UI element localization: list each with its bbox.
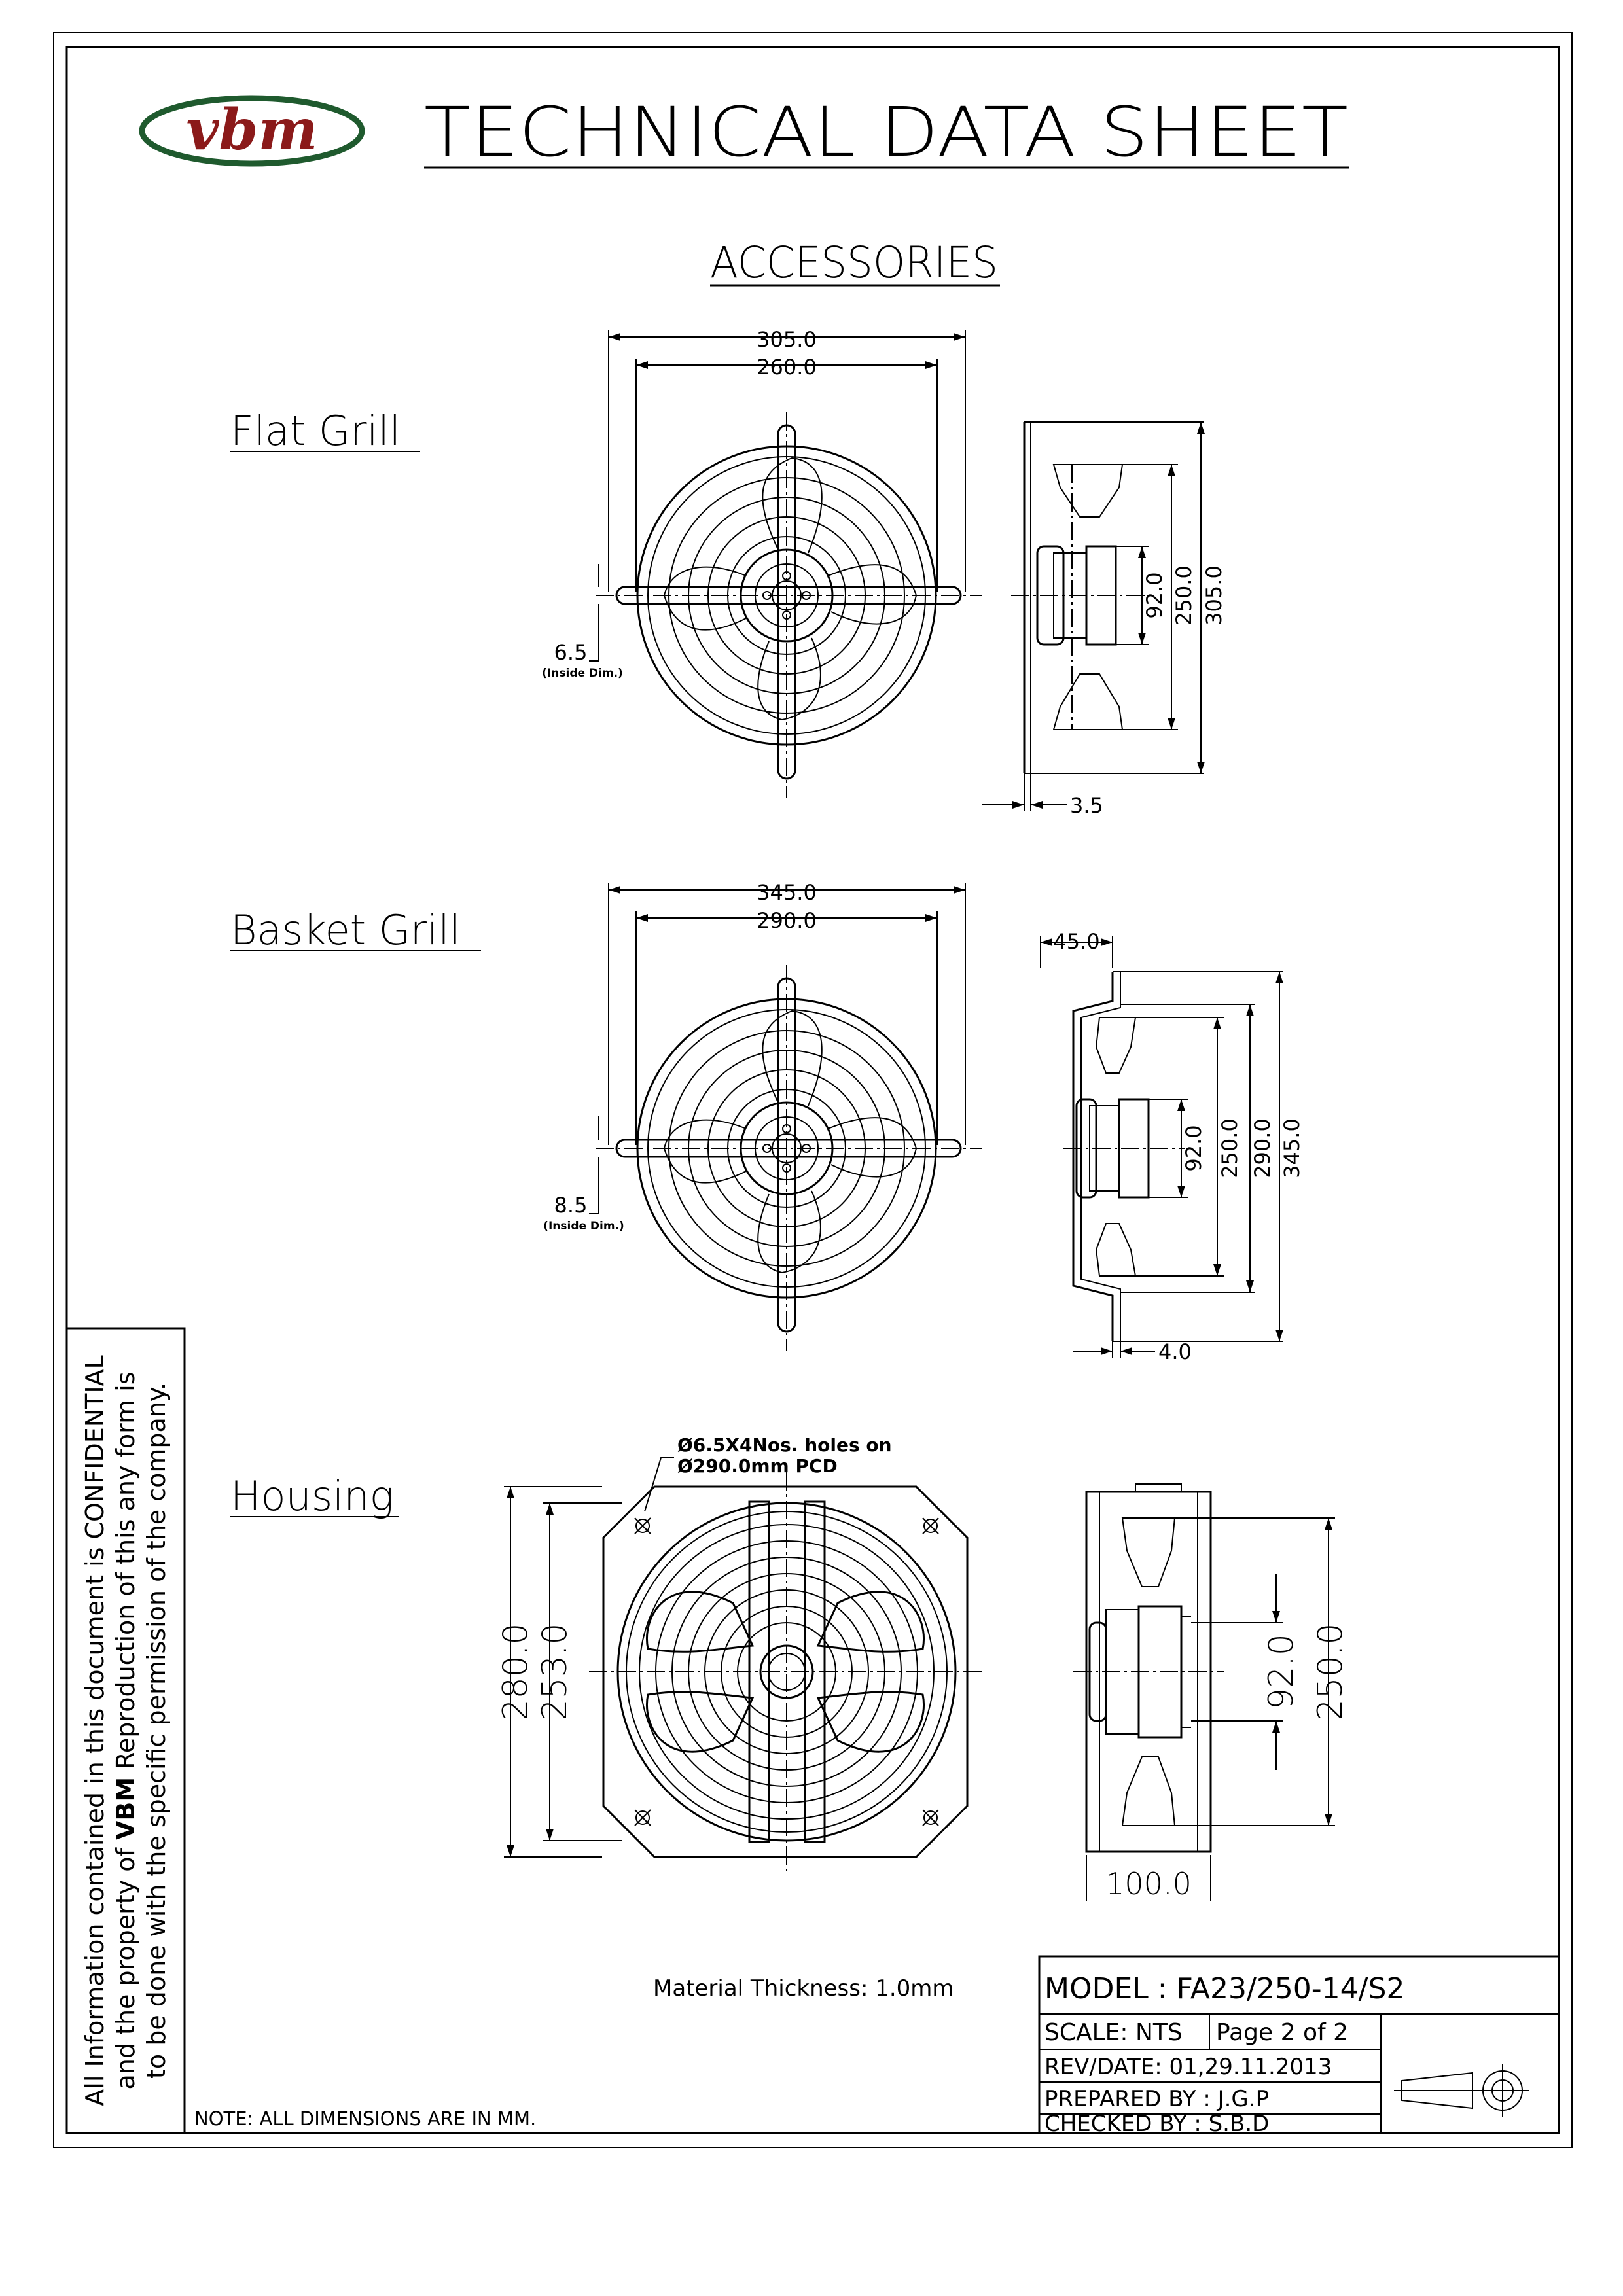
- confidential-brand: VBM: [111, 1777, 140, 1840]
- third-angle-projection-icon: [1394, 2064, 1529, 2117]
- confidential-box: [65, 1327, 186, 2134]
- flat-grill-side-overall-dim: 305.0: [1202, 565, 1226, 626]
- confidential-line2-suffix: Reproduction of this any form is: [111, 1371, 140, 1776]
- logo-text: vbm: [186, 97, 317, 163]
- basket-grill-side-view: [1040, 936, 1283, 1358]
- inner-border: [65, 46, 1560, 2134]
- basket-grill-side-overall-dim: 345.0: [1279, 1118, 1304, 1178]
- vbm-logo: vbm: [139, 95, 365, 167]
- basket-grill-depth-dim: 45.0: [1053, 929, 1099, 954]
- title-block-model: MODEL : FA23/250-14/S2: [1044, 1972, 1404, 2005]
- outer-border: [53, 32, 1573, 2148]
- basket-grill-front-view: [589, 883, 982, 1351]
- basket-grill-pcd-dim: 290.0: [757, 908, 817, 933]
- confidential-line2-prefix: and the property of: [111, 1840, 140, 2089]
- material-thickness-note: Material Thickness: 1.0mm: [653, 1975, 954, 2002]
- housing-hole-note-line1: Ø6.5X4Nos. holes on: [677, 1434, 892, 1456]
- title-block-checked-by: CHECKED BY : S.B.D: [1044, 2111, 1269, 2137]
- housing-front-view: [504, 1457, 982, 1871]
- basket-grill-thickness-dim: 4.0: [1158, 1339, 1192, 1364]
- flat-grill-slot-note: (Inside Dim.): [542, 667, 623, 680]
- basket-grill-slot-note: (Inside Dim.): [543, 1220, 624, 1233]
- dimensions-note: NOTE: ALL DIMENSIONS ARE IN MM.: [194, 2108, 536, 2130]
- basket-grill-blade-dim: 250.0: [1217, 1118, 1242, 1178]
- flat-grill-thickness-dim: 3.5: [1070, 793, 1103, 818]
- confidential-line2: and the property of VBM Reproduction of …: [111, 1371, 140, 2089]
- basket-grill-label: Basket Grill: [230, 906, 461, 954]
- housing-overall-dim: 280.0: [496, 1623, 535, 1721]
- flat-grill-front-view: [589, 330, 982, 798]
- flat-grill-label: Flat Grill: [230, 407, 401, 455]
- title-block-prepared-by: PREPARED BY : J.G.P: [1044, 2086, 1269, 2112]
- housing-label: Housing: [230, 1472, 394, 1520]
- housing-inner-dim: 253.0: [535, 1623, 575, 1721]
- housing-hole-note-line2: Ø290.0mm PCD: [677, 1455, 838, 1477]
- flat-grill-blade-dim: 250.0: [1171, 565, 1196, 626]
- housing-side-view: [1073, 1483, 1335, 1901]
- flat-grill-pcd-dim: 260.0: [757, 355, 817, 380]
- flat-grill-overall-dim: 305.0: [757, 327, 817, 352]
- basket-grill-hub-dim: 92.0: [1181, 1125, 1206, 1171]
- flat-grill-hub-dim: 92.0: [1142, 572, 1167, 618]
- housing-depth-dim: 100.0: [1105, 1866, 1192, 1901]
- confidential-line1: All Information contained in this docume…: [80, 1355, 109, 2106]
- flat-grill-slot-dim: 6.5: [554, 640, 588, 665]
- title-block-rev-date: REV/DATE: 01,29.11.2013: [1044, 2054, 1332, 2080]
- basket-grill-inner-dim: 290.0: [1250, 1118, 1275, 1178]
- basket-grill-overall-dim: 345.0: [757, 880, 817, 905]
- title-block: [1038, 1955, 1560, 2134]
- flat-grill-side-view: [982, 421, 1205, 811]
- confidential-line3: to be done with the specific permission …: [142, 1383, 171, 2079]
- title-block-page: Page 2 of 2: [1216, 2019, 1348, 2046]
- page-title: TECHNICAL DATA SHEET: [424, 92, 1348, 172]
- section-subtitle: ACCESSORIES: [710, 238, 998, 288]
- basket-grill-slot-dim: 8.5: [554, 1193, 588, 1218]
- housing-blade-dim: 250.0: [1311, 1623, 1350, 1721]
- housing-hub-dim: 92.0: [1262, 1634, 1301, 1710]
- title-block-scale: SCALE: NTS: [1044, 2019, 1183, 2046]
